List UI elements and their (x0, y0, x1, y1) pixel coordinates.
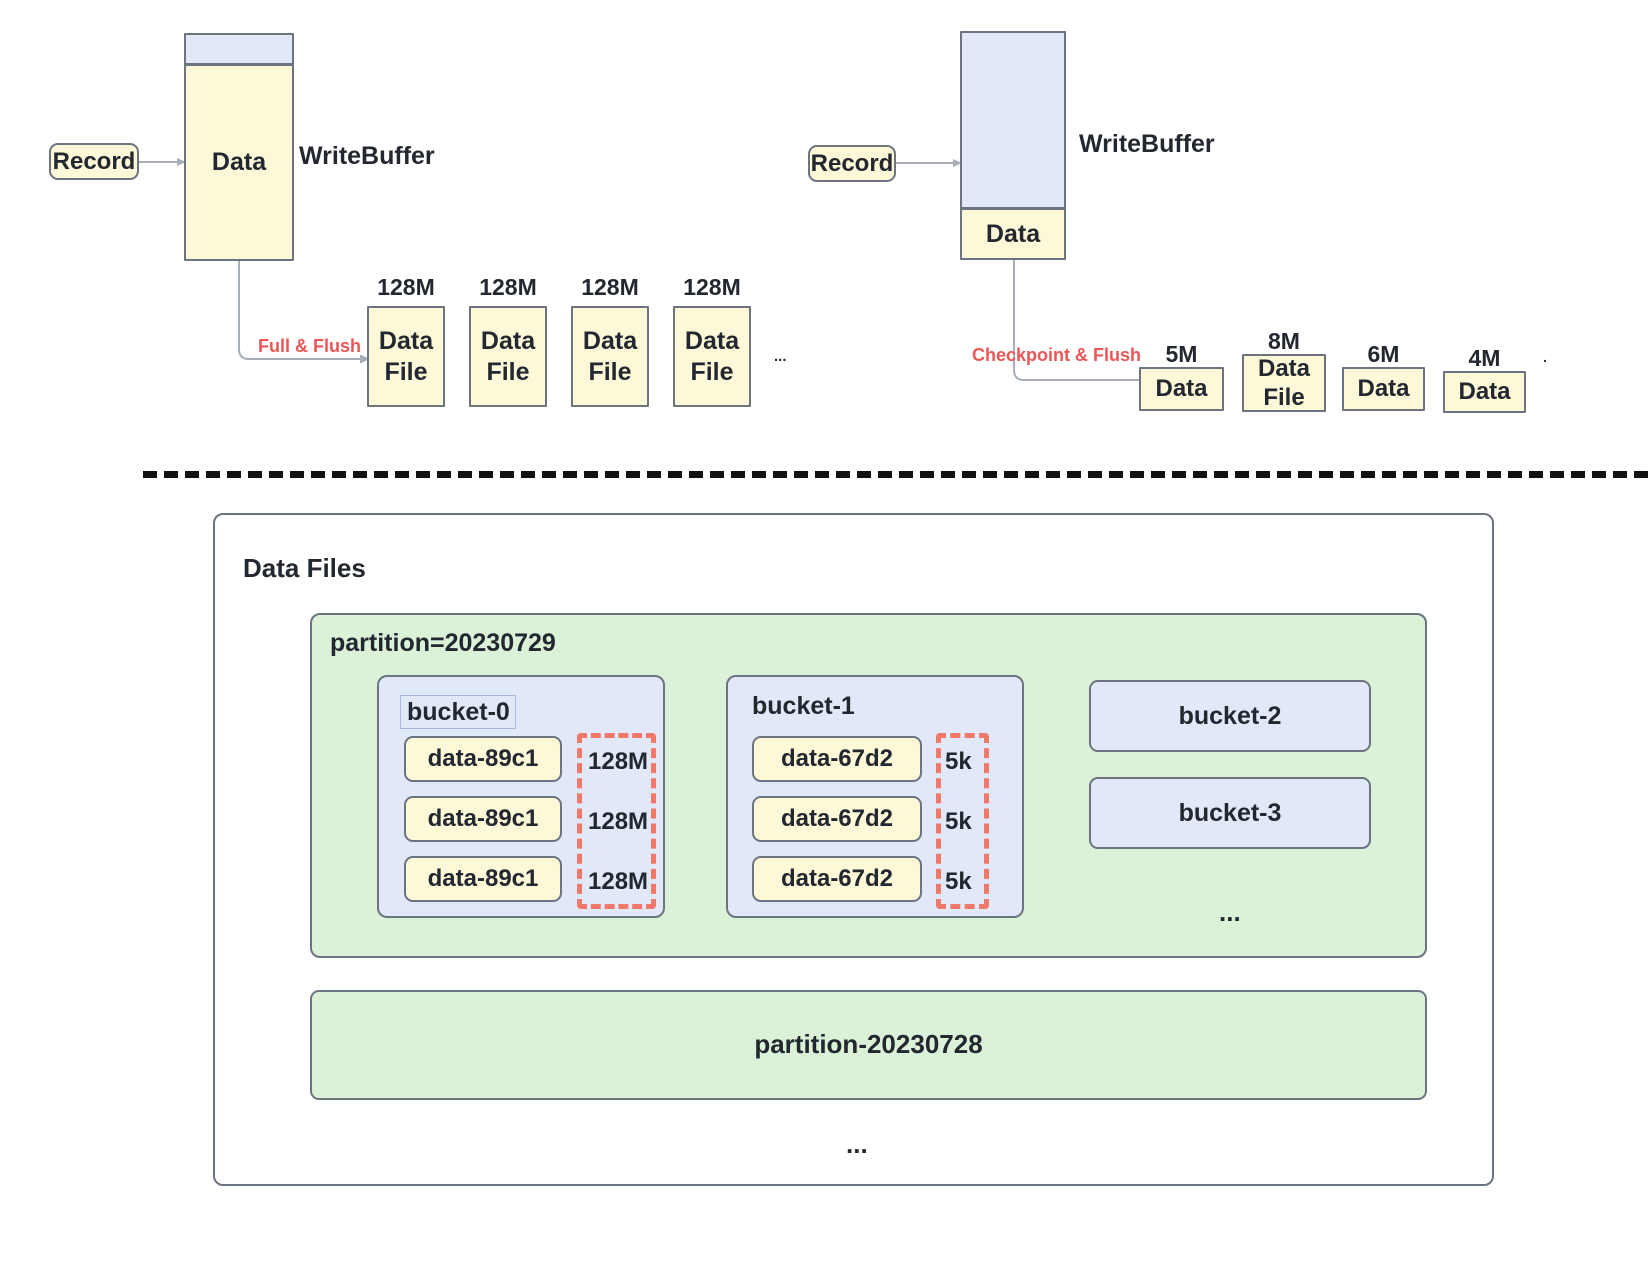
bucket-0-file-2-size: 128M (588, 868, 649, 895)
file-size-left-3: 128M (683, 274, 741, 300)
partitions-ellipsis: ... (846, 1129, 868, 1159)
bucket-0-label: bucket-0 (400, 695, 516, 729)
bucket-0-size-group (577, 733, 656, 909)
record-label-right: Record (810, 149, 894, 177)
data-file-left-1-line2: File (486, 357, 530, 386)
bucket-1-file-0-name: data-67d2 (780, 745, 894, 773)
bucket-2-container[interactable]: bucket-2 (1089, 680, 1371, 752)
data-file-left-0-line1: Data (378, 327, 434, 355)
writebuffer-data-label-right: Data (985, 219, 1041, 248)
bucket-1-label: bucket-1 (752, 692, 855, 720)
data-file-right-1-line1: Data (1257, 354, 1311, 382)
data-file-right-3: Data (1443, 371, 1526, 413)
data-file-left-0: Data File (367, 306, 445, 407)
bucket-1-file-2-size: 5k (945, 868, 972, 895)
data-file-right-1: Data File (1242, 354, 1326, 412)
bucket-0-file-1-name: data-89c1 (427, 805, 539, 833)
data-file-left-1: Data File (469, 306, 547, 407)
data-file-left-2: Data File (571, 306, 649, 407)
bucket-1-file-2-name: data-67d2 (780, 865, 894, 893)
bucket-1-file-2[interactable]: data-67d2 (752, 856, 922, 902)
record-box-right: Record (808, 145, 896, 182)
file-size-left-2: 128M (581, 274, 639, 300)
flush-connector-left (238, 261, 370, 364)
bucket-1-file-0-size: 5k (945, 748, 972, 775)
partition-previous-label: partition-20230728 (754, 1029, 983, 1060)
section-divider (143, 471, 1648, 478)
data-file-left-2-line1: Data (582, 327, 638, 355)
bucket-0-file-0-name: data-89c1 (427, 745, 539, 773)
record-box-left: Record (49, 143, 139, 180)
data-file-right-3-line1: Data (1458, 378, 1511, 406)
buckets-ellipsis: ... (1219, 897, 1241, 927)
arrow-record-to-buffer-left (139, 158, 186, 166)
data-files-right-ellipsis: . (1543, 349, 1547, 365)
bucket-3-container[interactable]: bucket-3 (1089, 777, 1371, 849)
writebuffer-title-right: WriteBuffer (1079, 130, 1215, 158)
partition-current-label: partition=20230729 (330, 629, 556, 657)
writebuffer-data-left: Data (184, 64, 294, 261)
bucket-0-file-2[interactable]: data-89c1 (404, 856, 562, 902)
file-size-right-3: 4M (1468, 345, 1501, 371)
bucket-3-label: bucket-3 (1178, 798, 1282, 827)
bucket-1-file-1[interactable]: data-67d2 (752, 796, 922, 842)
bucket-0-file-0-size: 128M (588, 748, 649, 775)
bucket-0-file-0[interactable]: data-89c1 (404, 736, 562, 782)
data-file-left-0-line2: File (384, 357, 428, 386)
bucket-2-label: bucket-2 (1178, 701, 1282, 730)
data-file-right-1-line2: File (1263, 384, 1305, 411)
bucket-1-file-1-size: 5k (945, 808, 972, 835)
writebuffer-title-left: WriteBuffer (299, 142, 435, 170)
data-file-right-0: Data (1139, 367, 1224, 411)
bucket-0-name: bucket-0 (407, 697, 510, 726)
data-file-left-3: Data File (673, 306, 751, 407)
data-file-right-2-line1: Data (1357, 375, 1410, 403)
writebuffer-data-right: Data (960, 208, 1066, 260)
bucket-0-file-1-size: 128M (588, 808, 649, 835)
file-size-left-0: 128M (377, 274, 435, 300)
bucket-0-file-2-name: data-89c1 (427, 865, 539, 893)
data-file-left-1-line1: Data (480, 327, 536, 355)
writebuffer-free-right (960, 31, 1066, 209)
writebuffer-free-left (184, 33, 294, 65)
bucket-1-file-1-name: data-67d2 (780, 805, 894, 833)
file-size-right-0: 5M (1165, 341, 1198, 367)
flush-label-left: Full & Flush (258, 336, 361, 356)
record-label-left: Record (52, 147, 136, 175)
data-files-panel-title: Data Files (243, 553, 366, 583)
partition-previous-container[interactable]: partition-20230728 (310, 990, 1427, 1100)
file-size-right-1: 8M (1268, 328, 1300, 354)
bucket-0-file-1[interactable]: data-89c1 (404, 796, 562, 842)
data-file-right-0-line1: Data (1155, 375, 1208, 403)
bucket-1-file-0[interactable]: data-67d2 (752, 736, 922, 782)
data-files-left-ellipsis: ... (774, 348, 787, 365)
data-file-left-3-line1: Data (684, 327, 740, 355)
flush-connector-right (1013, 260, 1149, 385)
file-size-left-1: 128M (479, 274, 537, 300)
writebuffer-data-label-left: Data (211, 148, 267, 177)
flush-label-right: Checkpoint & Flush (972, 345, 1142, 365)
data-file-left-2-line2: File (588, 357, 632, 386)
file-size-right-2: 6M (1367, 341, 1400, 367)
bucket-1-size-group (936, 733, 989, 909)
data-file-right-2: Data (1342, 367, 1425, 411)
arrow-record-to-buffer-right (896, 159, 962, 167)
data-file-left-3-line2: File (690, 357, 734, 386)
